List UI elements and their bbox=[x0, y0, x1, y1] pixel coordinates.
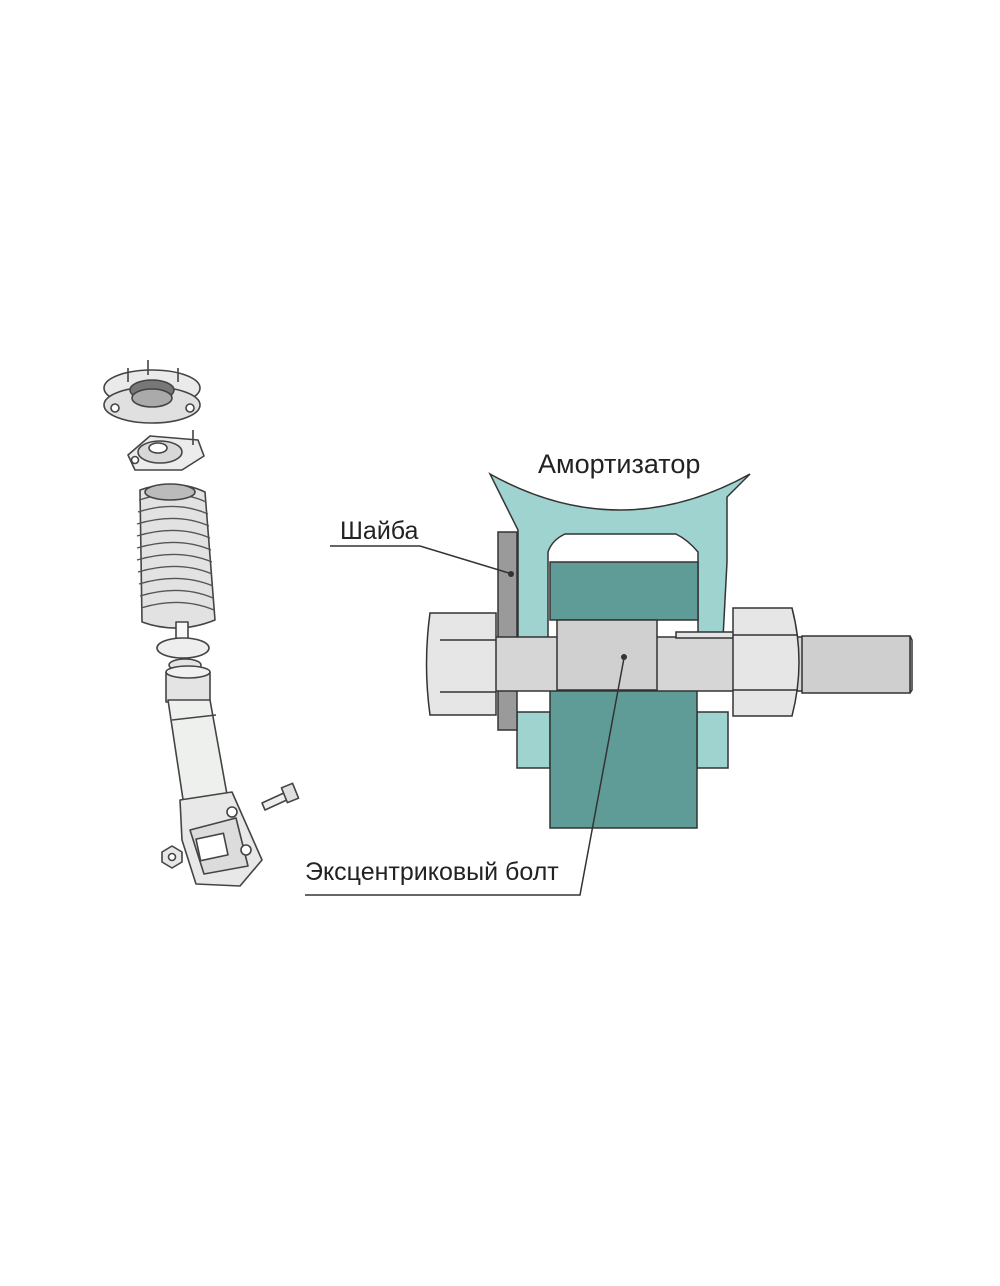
upper-spring-seat bbox=[127, 430, 205, 471]
label-shock-absorber: Амортизатор bbox=[538, 449, 700, 479]
cam-offset-strip bbox=[675, 631, 735, 639]
bushing-lower bbox=[549, 689, 698, 829]
bracket-nut bbox=[161, 845, 183, 869]
strut-assembly-sketch bbox=[103, 360, 300, 887]
label-eccentric-bolt: Эксцентриковый болт bbox=[305, 858, 559, 886]
bolt-head bbox=[425, 612, 497, 716]
bracket-bolt bbox=[261, 782, 300, 811]
knuckle-bracket bbox=[179, 791, 263, 887]
eccentric-cam bbox=[556, 619, 658, 691]
bushing-upper bbox=[549, 561, 699, 621]
washer bbox=[497, 531, 518, 731]
housing-lug-left bbox=[516, 711, 551, 769]
bolt-leader-line bbox=[305, 657, 625, 896]
top-mount-plate bbox=[103, 360, 201, 424]
bump-stop bbox=[156, 637, 210, 659]
label-washer: Шайба bbox=[340, 517, 419, 545]
bellows-boot bbox=[136, 483, 216, 629]
eccentric-bolt-cross-section bbox=[425, 472, 913, 829]
strut-tube bbox=[165, 665, 229, 807]
callouts bbox=[305, 545, 625, 896]
bolt-thread-end bbox=[801, 635, 911, 694]
bolt-nut bbox=[732, 607, 800, 717]
housing-lug-right bbox=[696, 711, 729, 769]
washer-leader-dot bbox=[508, 571, 514, 577]
shock-absorber-housing bbox=[488, 472, 751, 639]
cam-center-dot bbox=[621, 654, 627, 660]
washer-leader-line bbox=[330, 545, 513, 575]
